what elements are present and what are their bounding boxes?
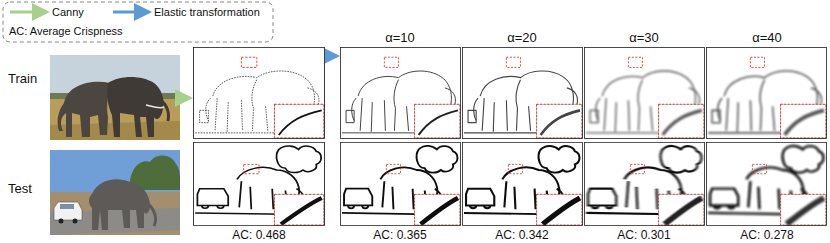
row-label: Train bbox=[8, 72, 37, 86]
score-label: AC: 0.278 bbox=[740, 228, 793, 242]
alpha-label: α=10 bbox=[385, 31, 415, 45]
alpha-label: α=30 bbox=[629, 31, 659, 45]
legend-text: Elastic transformation bbox=[154, 5, 260, 19]
score-label: AC: 0.365 bbox=[373, 228, 426, 242]
alpha-label: α=20 bbox=[507, 31, 537, 45]
row-label: Test bbox=[8, 182, 32, 196]
legend-text: Canny bbox=[52, 5, 84, 19]
alpha-label: α=40 bbox=[752, 31, 782, 45]
legend-text: AC: Average Crispness bbox=[9, 24, 123, 38]
score-label: AC: 0.468 bbox=[232, 228, 285, 242]
score-label: AC: 0.301 bbox=[617, 228, 670, 242]
score-label: AC: 0.342 bbox=[495, 228, 548, 242]
